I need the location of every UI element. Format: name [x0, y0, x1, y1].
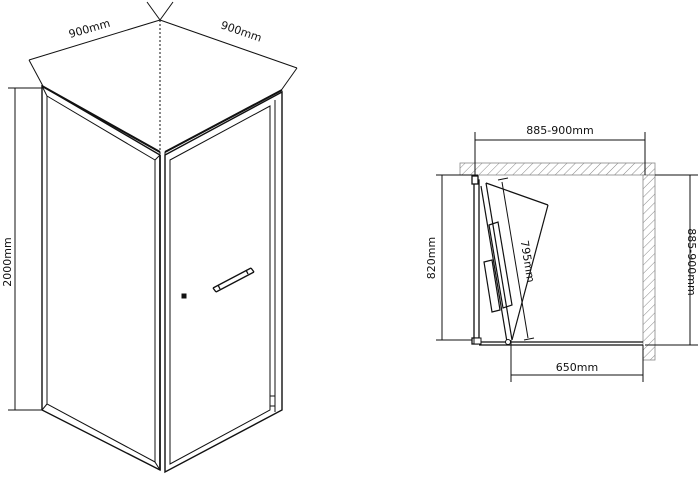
plan-door-panel	[480, 182, 549, 343]
perspective-view	[8, 1, 298, 474]
plan-door-leaf-label: 795mm	[518, 239, 537, 283]
plan-fixed-panel	[471, 175, 480, 345]
plan-door-opening-label: 650mm	[556, 361, 598, 374]
width-dimension-right	[159, 1, 298, 93]
side-panel-dimension	[436, 174, 478, 341]
plan-top-width-label: 885-900mm	[526, 124, 593, 137]
corner-post	[159, 152, 166, 472]
door-knob	[181, 293, 187, 299]
perspective-width-right-label: 900mm	[219, 19, 263, 45]
corner-joint	[473, 337, 482, 345]
door-handle	[212, 267, 255, 293]
left-fixed-panel	[41, 84, 161, 472]
plan-bottom-rail	[479, 341, 643, 346]
plan-door-handle	[483, 221, 513, 313]
plan-side-panel-label: 820mm	[425, 237, 438, 279]
hinge-point	[505, 339, 511, 345]
plan-right-depth-label: 885-900mm	[685, 228, 698, 295]
top-wall-hatch	[459, 162, 656, 176]
right-depth-dimension	[645, 174, 698, 346]
height-dimension	[8, 87, 42, 411]
door-leaf-dimension	[497, 177, 535, 341]
door-opening-dimension	[510, 340, 644, 382]
plan-view	[436, 132, 698, 382]
door-panel	[164, 90, 283, 474]
top-width-dimension	[474, 132, 646, 175]
right-wall-hatch	[642, 174, 656, 361]
width-dimension-left	[28, 1, 161, 155]
perspective-height-label: 2000mm	[1, 237, 14, 286]
